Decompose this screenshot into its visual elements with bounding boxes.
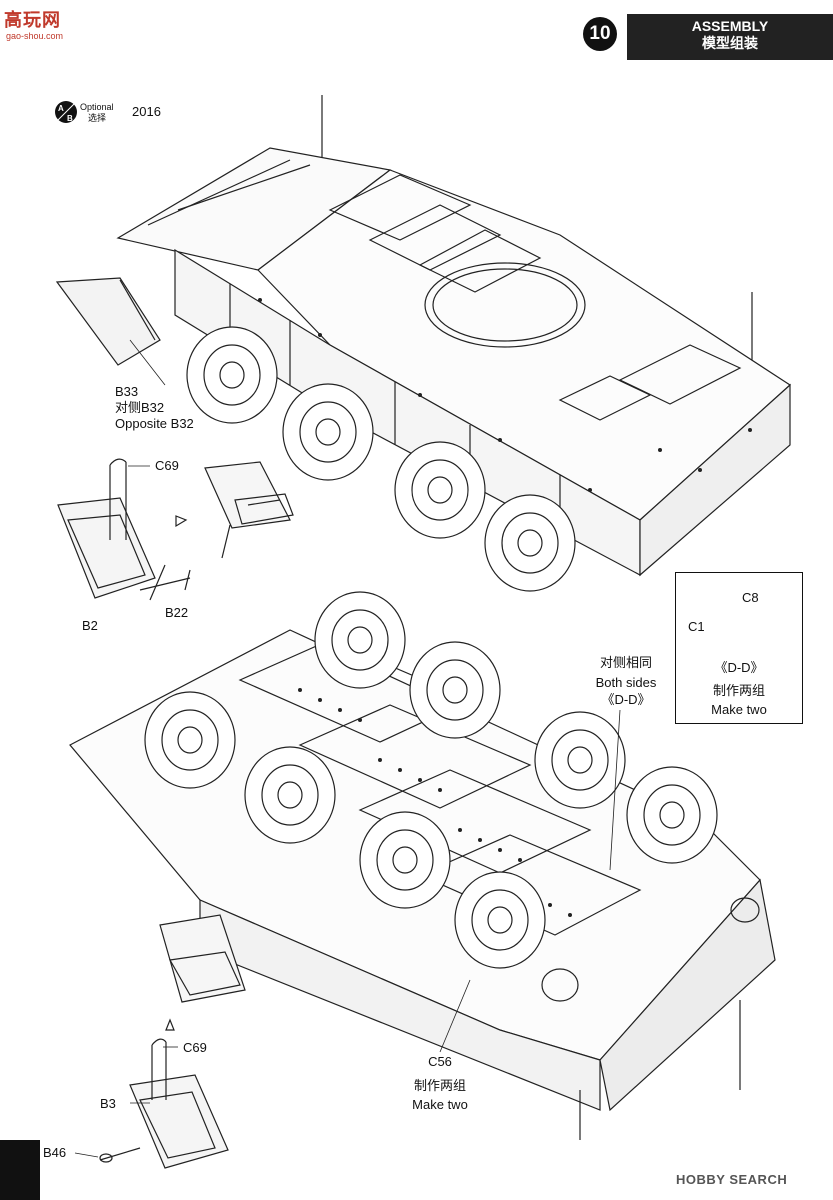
footer-brand: HOBBY SEARCH [676, 1172, 788, 1187]
badge-b: B [67, 114, 73, 123]
label-both-cn: 对侧相同 [599, 655, 652, 670]
title-en: ASSEMBLY [691, 18, 769, 34]
title-cn: 模型组装 [702, 35, 758, 51]
optional-ab-icon: A B [55, 101, 77, 123]
label-dd-main: 《D-D》 [601, 692, 651, 707]
inset-label-dd: 《D-D》 [714, 660, 764, 675]
b3-assembly [99, 1018, 229, 1169]
badge-a: A [58, 104, 64, 113]
label-c69-bottom: C69 [183, 1040, 207, 1055]
lower-mudflap-part [159, 914, 246, 1003]
inset-label-c8: C8 [742, 590, 759, 605]
header-band [627, 14, 833, 60]
label-b46: B46 [43, 1145, 67, 1160]
page-title: ASSEMBLY 模型组装 [627, 18, 833, 52]
logo-text: 高玩网 [4, 10, 61, 30]
upper-mudflap-part [204, 461, 294, 559]
label-both-en: Both sides [595, 675, 657, 690]
inset-box [675, 572, 803, 724]
label-b3: B3 [100, 1096, 116, 1111]
b33-part [55, 277, 161, 366]
logo-url: gao-shou.com [6, 31, 64, 41]
upper-wheels [186, 326, 576, 592]
label-c56-cn: 制作两组 [413, 1078, 466, 1093]
optional-year: 2016 [132, 104, 161, 119]
inset-label-cn: 制作两组 [712, 683, 765, 698]
inset-label-c1: C1 [688, 619, 705, 634]
optional-cn: 选择 [88, 113, 107, 123]
upper-hull [116, 95, 791, 577]
b2-assembly [57, 458, 191, 601]
label-c69-top: C69 [155, 458, 179, 473]
optional-en: Optional [80, 102, 114, 112]
label-b32-cn: 对侧B32 [115, 400, 165, 415]
step-number: 10 [583, 17, 617, 51]
lower-wheels [144, 591, 718, 969]
label-b22: B22 [165, 605, 189, 620]
corner-block [0, 1140, 40, 1200]
label-c56: C56 [428, 1054, 452, 1069]
label-c56-en: Make two [412, 1097, 468, 1112]
label-b2: B2 [82, 618, 98, 633]
label-b32-en: Opposite B32 [115, 416, 194, 431]
inset-label-en: Make two [711, 702, 767, 717]
optional-label: Optional 选择 [80, 102, 114, 124]
label-b33: B33 [115, 384, 139, 399]
